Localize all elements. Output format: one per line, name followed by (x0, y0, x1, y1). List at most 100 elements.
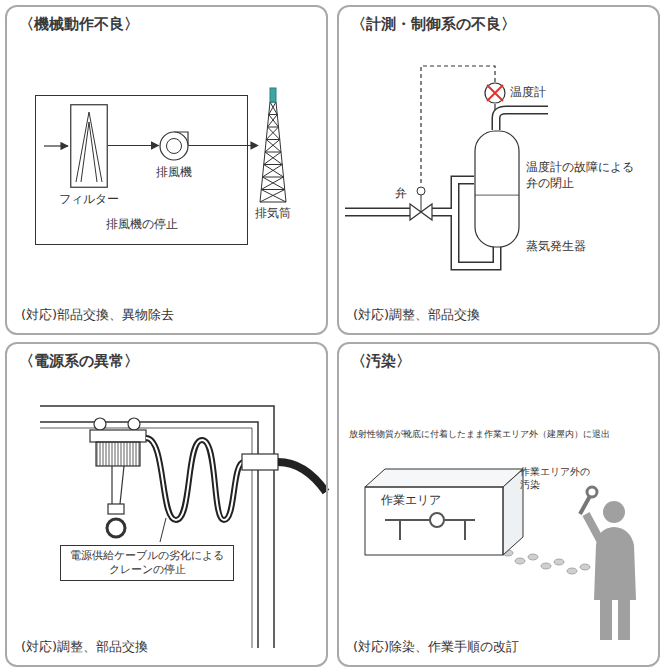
valve-stem (421, 195, 422, 212)
filter-housing (70, 104, 107, 187)
work-area-box: 作業エリア (365, 487, 503, 555)
node-label: フィルター (59, 192, 119, 207)
node-label: 電源供給ケーブルの劣化によるクレーンの停止 (67, 549, 227, 577)
box-front-face (365, 487, 503, 555)
countermeasure-text: (対応)調整、部品交換 (21, 639, 148, 655)
steam-pipes-part (345, 180, 497, 266)
worker-figure-part (600, 598, 612, 640)
vessel-shell (475, 131, 519, 247)
filter-symbol-outline (70, 104, 108, 188)
crane-trolley-part (108, 504, 124, 514)
valve-symbol: 弁 (410, 186, 432, 220)
crane-beam (40, 406, 274, 648)
footprints-part (580, 564, 590, 570)
annotation-text: 作業エリア外の汚染 (520, 465, 596, 491)
panel-heading: 〈計測・制御系の不良〉 (351, 15, 516, 34)
valve-body (410, 204, 432, 220)
failure-mark (487, 85, 503, 101)
steam-generator-outline (472, 128, 522, 250)
sensor-stem (494, 104, 495, 110)
node-label: 弁 (395, 186, 407, 201)
footprints-part (528, 554, 538, 560)
fan-impeller (166, 138, 181, 153)
work-pipe-part (444, 519, 475, 521)
steam-generator: 蒸気発生器 (472, 128, 522, 250)
node-label: 温度計 (510, 85, 546, 100)
stack-top (270, 88, 276, 102)
vessel-seam (475, 195, 519, 196)
worker-figure (580, 487, 636, 640)
steam-pipes-part (496, 110, 548, 130)
node-label: 排風機の停止 (36, 217, 247, 232)
crane-trolley-part (120, 466, 124, 504)
power-cable-part (146, 438, 244, 520)
panel-heading: 〈機械動作不良〉 (19, 15, 139, 34)
annotation-text: 放射性物質が靴底に付着したまま作業エリア外（建屋内）に退出 (349, 429, 655, 441)
countermeasure-text: (対応)除染、作業手順の改訂 (353, 639, 519, 655)
work-pipe-part (464, 520, 466, 540)
annotation-text: 温度計の故障による弁の閉止 (526, 160, 640, 191)
countermeasure-text: (対応)調整、部品交換 (353, 307, 480, 323)
worker-figure-part (580, 496, 590, 514)
steam-pipes-part (496, 110, 548, 130)
valve-symbol-outline (410, 186, 432, 220)
thermometer-symbol: 温度計 (484, 82, 506, 104)
power-cable-part (146, 438, 244, 520)
power-cable-part (242, 454, 278, 470)
steam-pipes-part (345, 180, 497, 266)
steam-pipes (345, 110, 548, 266)
crane-trolley-part (94, 418, 106, 430)
crane-beam-part (40, 406, 274, 648)
stack-symbol: 排気筒 (258, 88, 288, 202)
work-pipe (385, 513, 475, 540)
fan-symbol-outline (159, 131, 189, 161)
panel: フィルター排風機排風機の停止排気筒〈機械動作不良〉(対応)部品交換、異物除去 (5, 5, 328, 335)
node-label: 作業エリア (381, 493, 441, 508)
system-box: フィルター排風機排風機の停止 (35, 95, 248, 245)
panel: 作業エリア 〈汚染〉 (対応)除染、作業手順の改訂 (337, 342, 660, 667)
power-cable-part (278, 462, 326, 492)
crane-trolley-part (96, 442, 140, 466)
panel-heading: 〈汚染〉 (351, 352, 411, 371)
footprints-part (515, 558, 525, 564)
work-pipe-part (399, 520, 401, 540)
stack-symbol-outline (258, 88, 288, 202)
inlet-arrow (44, 146, 68, 147)
crane-trolley-part (111, 466, 112, 504)
filter-symbol: フィルター (70, 104, 108, 188)
node-label: 排気筒 (255, 206, 291, 221)
box-top-face (365, 469, 523, 487)
worker-figure-part (603, 501, 625, 523)
inlet-arrow-part (44, 145, 68, 146)
valve-actuator (417, 187, 425, 195)
node-label: 蒸気発生器 (526, 239, 586, 254)
filter-element (81, 122, 97, 182)
thermometer-dial (485, 83, 505, 103)
footprints-part (567, 568, 577, 574)
work-pipe-part (430, 513, 444, 527)
work-pipe-part (385, 519, 430, 521)
worker-figure-part (586, 514, 600, 540)
panel-heading: 〈電源系の異常〉 (19, 352, 139, 371)
panel: 電源供給ケーブルの劣化によるクレーンの停止 〈電源系の異常〉 (対応)調整、部品交換 (5, 342, 328, 667)
footprints-part (541, 563, 551, 569)
leader-line (160, 518, 166, 542)
crane-beam-part (40, 428, 252, 648)
countermeasure-text: (対応)部品交換、異物除去 (21, 307, 174, 323)
fan-symbol: 排風機 (159, 131, 189, 161)
filter-element (76, 112, 102, 182)
crane-beam-part (40, 422, 258, 648)
worker-figure-part (618, 598, 630, 640)
power-cable (146, 438, 326, 520)
leader-line-part (160, 518, 166, 542)
crane-trolley-part (90, 430, 146, 442)
flow-arrow (108, 145, 159, 146)
crane-trolley-part (107, 519, 125, 537)
thermometer-symbol-outline (484, 82, 506, 104)
worker-figure-part (587, 487, 597, 497)
node-label: 排風機 (156, 165, 192, 180)
footprints-part (554, 559, 564, 565)
crane-trolley-part (128, 418, 140, 430)
footprints (503, 550, 590, 574)
